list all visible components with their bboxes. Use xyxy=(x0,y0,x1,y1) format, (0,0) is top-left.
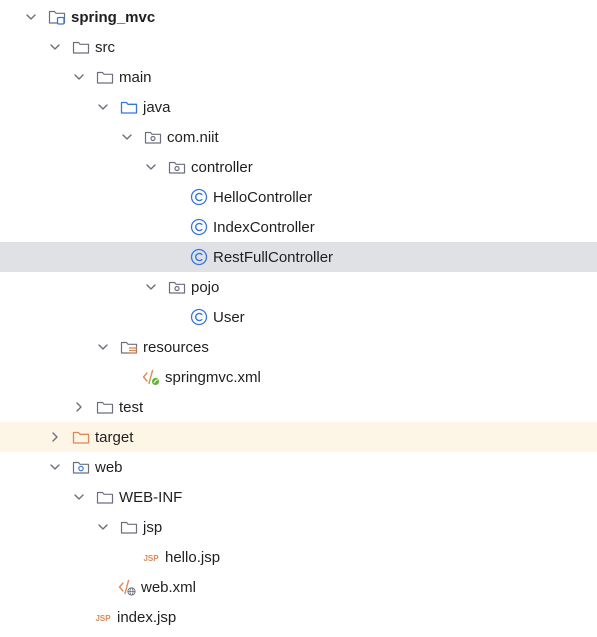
tree-item-label: WEB-INF xyxy=(119,488,183,506)
tree-item-label: java xyxy=(143,98,171,116)
chevron-down-icon[interactable] xyxy=(48,40,62,54)
tree-item-web-xml[interactable]: web.xml xyxy=(0,572,597,602)
package-icon xyxy=(168,278,186,296)
tree-item-label: spring_mvc xyxy=(71,8,156,26)
tree-item-label: resources xyxy=(143,338,209,356)
chevron-down-icon[interactable] xyxy=(144,280,158,294)
tree-item-label: IndexController xyxy=(213,218,315,236)
chevron-down-icon[interactable] xyxy=(96,520,110,534)
jsp-icon: JSP xyxy=(94,608,112,626)
tree-item-hello-controller[interactable]: HelloController xyxy=(0,182,597,212)
tree-item-label: springmvc.xml xyxy=(165,368,261,386)
web-folder-icon xyxy=(72,458,90,476)
class-icon xyxy=(190,308,208,326)
source-folder-icon xyxy=(120,98,138,116)
tree-item-label: main xyxy=(119,68,152,86)
excluded-folder-icon xyxy=(72,428,90,446)
chevron-down-icon[interactable] xyxy=(120,130,134,144)
tree-item-label: test xyxy=(119,398,144,416)
package-icon xyxy=(168,158,186,176)
tree-item-target[interactable]: target xyxy=(0,422,597,452)
chevron-down-icon[interactable] xyxy=(72,70,86,84)
tree-item-java[interactable]: java xyxy=(0,92,597,122)
tree-item-label: src xyxy=(95,38,115,56)
folder-icon xyxy=(120,518,138,536)
tree-item-jsp[interactable]: jsp xyxy=(0,512,597,542)
tree-item-label: com.niit xyxy=(167,128,219,146)
folder-icon xyxy=(96,68,114,86)
tree-item-label: web xyxy=(95,458,123,476)
chevron-down-icon[interactable] xyxy=(144,160,158,174)
tree-item-restfull-controller[interactable]: RestFullController xyxy=(0,242,597,272)
tree-item-label: HelloController xyxy=(213,188,313,206)
tree-item-hello-jsp[interactable]: JSP hello.jsp xyxy=(0,542,597,572)
chevron-down-icon[interactable] xyxy=(96,100,110,114)
tree-item-web-inf[interactable]: WEB-INF xyxy=(0,482,597,512)
tree-item-label: RestFullController xyxy=(213,248,334,266)
tree-item-label: index.jsp xyxy=(117,608,177,626)
package-icon xyxy=(144,128,162,146)
tree-item-src[interactable]: src xyxy=(0,32,597,62)
resources-folder-icon xyxy=(120,338,138,356)
tree-item-test[interactable]: test xyxy=(0,392,597,422)
tree-item-user[interactable]: User xyxy=(0,302,597,332)
tree-item-controller[interactable]: controller xyxy=(0,152,597,182)
tree-item-label: controller xyxy=(191,158,253,176)
chevron-down-icon[interactable] xyxy=(96,340,110,354)
chevron-down-icon[interactable] xyxy=(72,490,86,504)
folder-icon xyxy=(96,488,114,506)
tree-item-label: web.xml xyxy=(141,578,197,596)
tree-item-springmvc-xml[interactable]: springmvc.xml xyxy=(0,362,597,392)
web-xml-icon xyxy=(118,578,136,596)
folder-icon xyxy=(72,38,90,56)
tree-item-label: hello.jsp xyxy=(165,548,221,566)
tree-item-index-controller[interactable]: IndexController xyxy=(0,212,597,242)
tree-item-label: pojo xyxy=(191,278,220,296)
module-folder-icon xyxy=(48,8,66,26)
tree-item-label: User xyxy=(213,308,245,326)
svg-text:JSP: JSP xyxy=(143,554,159,563)
tree-item-index-jsp[interactable]: JSP index.jsp xyxy=(0,602,597,632)
tree-item-label: jsp xyxy=(143,518,163,536)
folder-icon xyxy=(96,398,114,416)
tree-item-com-niit[interactable]: com.niit xyxy=(0,122,597,152)
chevron-right-icon[interactable] xyxy=(48,430,62,444)
spring-xml-icon xyxy=(142,368,160,386)
class-icon xyxy=(190,248,208,266)
class-icon xyxy=(190,218,208,236)
class-icon xyxy=(190,188,208,206)
tree-item-pojo[interactable]: pojo xyxy=(0,272,597,302)
chevron-down-icon[interactable] xyxy=(48,460,62,474)
tree-item-label: target xyxy=(95,428,134,446)
chevron-right-icon[interactable] xyxy=(72,400,86,414)
svg-text:JSP: JSP xyxy=(95,614,111,623)
tree-item-resources[interactable]: resources xyxy=(0,332,597,362)
tree-item-web[interactable]: web xyxy=(0,452,597,482)
tree-item-spring-mvc[interactable]: spring_mvc xyxy=(0,2,597,32)
tree-item-main[interactable]: main xyxy=(0,62,597,92)
chevron-down-icon[interactable] xyxy=(24,10,38,24)
jsp-icon: JSP xyxy=(142,548,160,566)
